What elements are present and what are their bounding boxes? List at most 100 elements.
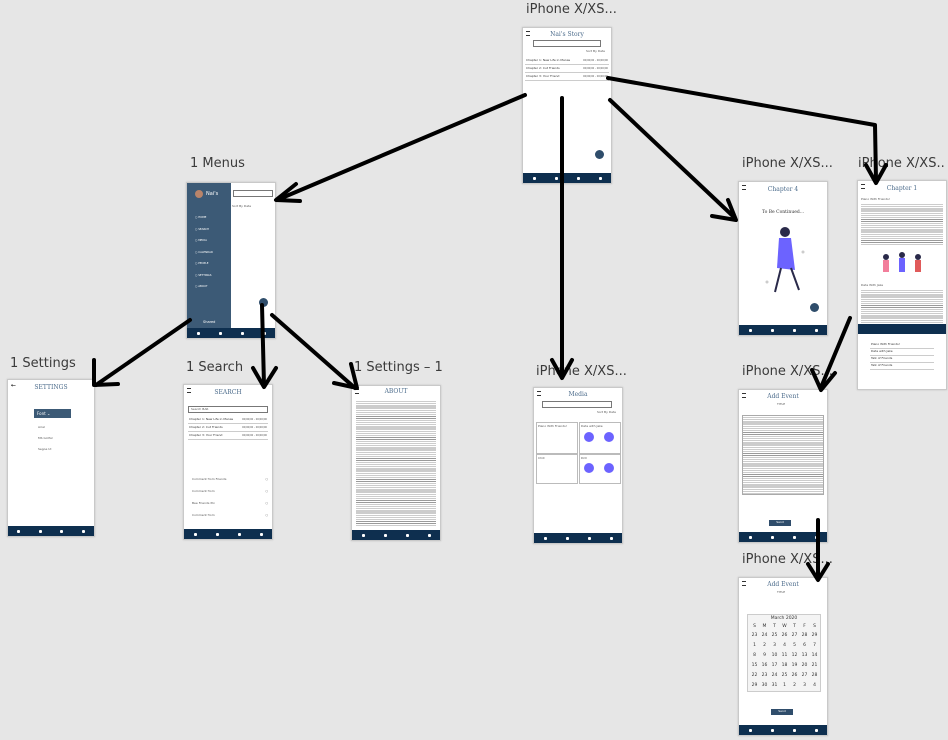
calendar-day[interactable]: 8: [753, 653, 756, 658]
send-button[interactable]: Send: [769, 520, 791, 526]
menu-item[interactable]: ○ CALENDAR: [195, 249, 213, 254]
calendar-day[interactable]: 26: [781, 633, 788, 638]
calendar-day[interactable]: 22: [751, 673, 758, 678]
hamburger-icon[interactable]: [187, 388, 191, 393]
calendar-day[interactable]: 23: [751, 633, 758, 638]
add-event-screen[interactable]: Add Event TITLE Send: [738, 389, 828, 543]
calendar-day[interactable]: 15: [751, 663, 758, 668]
recent-item[interactable]: Bee Friends Pix○: [192, 501, 268, 505]
calendar-day[interactable]: 21: [811, 663, 818, 668]
event-text-area[interactable]: [742, 415, 824, 495]
hamburger-icon[interactable]: [526, 31, 530, 36]
font-dropdown[interactable]: Font ⌄: [34, 409, 71, 418]
add-button[interactable]: [259, 298, 268, 307]
chapter1-screen[interactable]: Chapter 1 Piano With Friends! Date With …: [857, 180, 947, 390]
media-card[interactable]: Date with Jake: [579, 422, 621, 454]
media-card[interactable]: Drill: [579, 454, 621, 484]
hamburger-icon[interactable]: [742, 185, 746, 190]
calendar-day[interactable]: 25: [781, 673, 788, 678]
calendar-day[interactable]: 1: [753, 643, 756, 648]
story-screen[interactable]: Nai's Story Sort By Date Chapter 1: New …: [522, 27, 612, 184]
list-item[interactable]: Talk of Friends: [870, 363, 934, 370]
calendar-day[interactable]: 26: [791, 673, 798, 678]
calendar-day[interactable]: 19: [791, 663, 798, 668]
back-arrow-icon[interactable]: ←: [11, 382, 17, 389]
calendar-day[interactable]: 30: [761, 683, 768, 688]
calendar-day[interactable]: 20: [801, 663, 808, 668]
calendar-day[interactable]: 29: [751, 683, 758, 688]
list-item[interactable]: Talk of Friends: [870, 356, 934, 363]
menu-item[interactable]: ○ HOME: [195, 215, 207, 219]
media-screen[interactable]: Media Sort By Date Piano With Friends! D…: [533, 387, 623, 544]
font-option[interactable]: MS Gothic: [38, 436, 54, 440]
hamburger-icon[interactable]: [537, 391, 541, 396]
font-option[interactable]: Segoe UI: [38, 447, 52, 451]
calendar-day[interactable]: 28: [801, 633, 808, 638]
recent-item[interactable]: Comment from○: [192, 489, 268, 493]
send-button[interactable]: Send: [771, 709, 793, 715]
calendar-day[interactable]: 29: [811, 633, 818, 638]
calendar-day[interactable]: 25: [771, 633, 778, 638]
menu-item[interactable]: ○ ABOUT: [195, 284, 208, 288]
search-input[interactable]: [533, 40, 601, 47]
calendar-day[interactable]: 1: [783, 683, 786, 688]
calendar-day[interactable]: 13: [801, 653, 808, 658]
calendar-day[interactable]: 10: [771, 653, 778, 658]
menu-item[interactable]: ○ SEARCH: [195, 226, 210, 231]
recent-item[interactable]: Comment from Friends○: [192, 477, 268, 481]
settings-screen[interactable]: ← SETTINGS Font ⌄ Arial MS Gothic Segoe …: [7, 379, 95, 537]
media-card[interactable]: Chill: [536, 454, 578, 484]
calendar-day[interactable]: 12: [791, 653, 798, 658]
menu-item[interactable]: ○ PEOPLE: [195, 261, 209, 265]
search-input[interactable]: [233, 190, 273, 197]
calendar-day[interactable]: 11: [781, 653, 788, 658]
recent-item[interactable]: Comment from○: [192, 513, 268, 517]
calendar-day[interactable]: 9: [763, 653, 766, 658]
menu-item[interactable]: ○ MEDIA: [195, 238, 207, 242]
menus-screen[interactable]: Nai's ○ HOME ○ SEARCH ○ MEDIA ○ CALENDAR…: [186, 182, 276, 339]
calendar-day[interactable]: 3: [773, 643, 776, 648]
search-screen[interactable]: SEARCH Search BAR Chapter 1: New Life in…: [183, 384, 273, 540]
calendar-day[interactable]: 31: [771, 683, 778, 688]
list-item[interactable]: Piano With Friends!: [870, 342, 934, 349]
menu-item[interactable]: ○ SETTINGS: [195, 272, 212, 277]
calendar-day[interactable]: 17: [771, 663, 778, 668]
calendar-day[interactable]: 4: [783, 643, 786, 648]
list-item[interactable]: Date with Jake: [870, 349, 934, 356]
calendar-day[interactable]: 7: [813, 643, 816, 648]
calendar-day[interactable]: 5: [793, 643, 796, 648]
calendar-day[interactable]: 3: [803, 683, 806, 688]
calendar-day[interactable]: 2: [763, 643, 766, 648]
calendar-day[interactable]: 27: [801, 673, 808, 678]
calendar-day[interactable]: 6: [803, 643, 806, 648]
calendar-day[interactable]: 4: [813, 683, 816, 688]
media-card[interactable]: Piano With Friends!: [536, 422, 578, 454]
calendar-day[interactable]: 27: [791, 633, 798, 638]
add-button[interactable]: [595, 150, 604, 159]
chapter4-screen[interactable]: Chapter 4 To Be Continued...: [738, 181, 828, 336]
search-input[interactable]: [542, 401, 612, 408]
font-option[interactable]: Arial: [38, 425, 45, 429]
calendar-day[interactable]: 23: [761, 673, 768, 678]
calendar-day[interactable]: 28: [811, 673, 818, 678]
search-input[interactable]: Search BAR: [188, 406, 268, 413]
sort-label[interactable]: Sort By Date: [596, 410, 616, 414]
hamburger-icon[interactable]: [742, 393, 746, 398]
about-screen[interactable]: ABOUT: [351, 385, 441, 541]
hamburger-icon[interactable]: [861, 184, 865, 189]
calendar-day[interactable]: 18: [781, 663, 788, 668]
calendar-day[interactable]: 24: [761, 633, 768, 638]
calendar-day[interactable]: 2: [793, 683, 796, 688]
calendar-day[interactable]: 24: [771, 673, 778, 678]
sort-label[interactable]: Sort By Date: [585, 49, 605, 53]
hamburger-icon[interactable]: [742, 581, 746, 586]
calendar-day[interactable]: 16: [761, 663, 768, 668]
